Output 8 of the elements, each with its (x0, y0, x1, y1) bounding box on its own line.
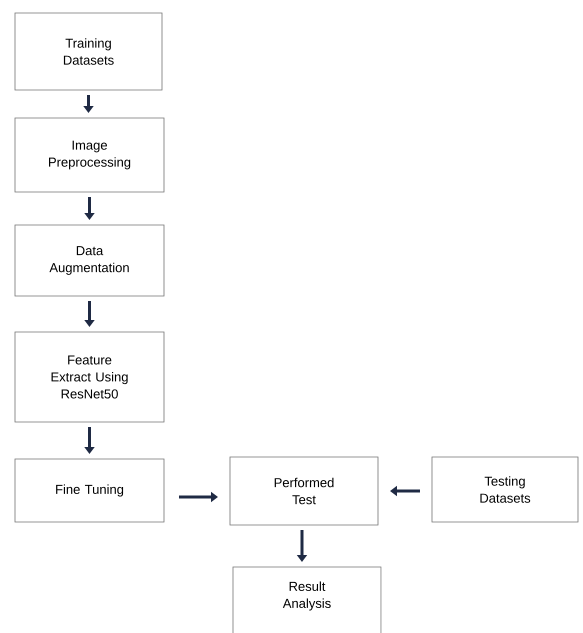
process-box: Image Preprocessing (14, 118, 164, 192)
process-box: Feature Extract Using ResNet50 (14, 332, 164, 422)
process-box: Training Datasets (14, 12, 162, 90)
process-box: Result Analysis (232, 566, 382, 633)
process-box: Testing Datasets (432, 456, 578, 522)
process-box: Performed Test (230, 456, 378, 526)
process-box: Data Augmentation (14, 224, 164, 296)
process-box: Fine Tuning (14, 458, 164, 522)
